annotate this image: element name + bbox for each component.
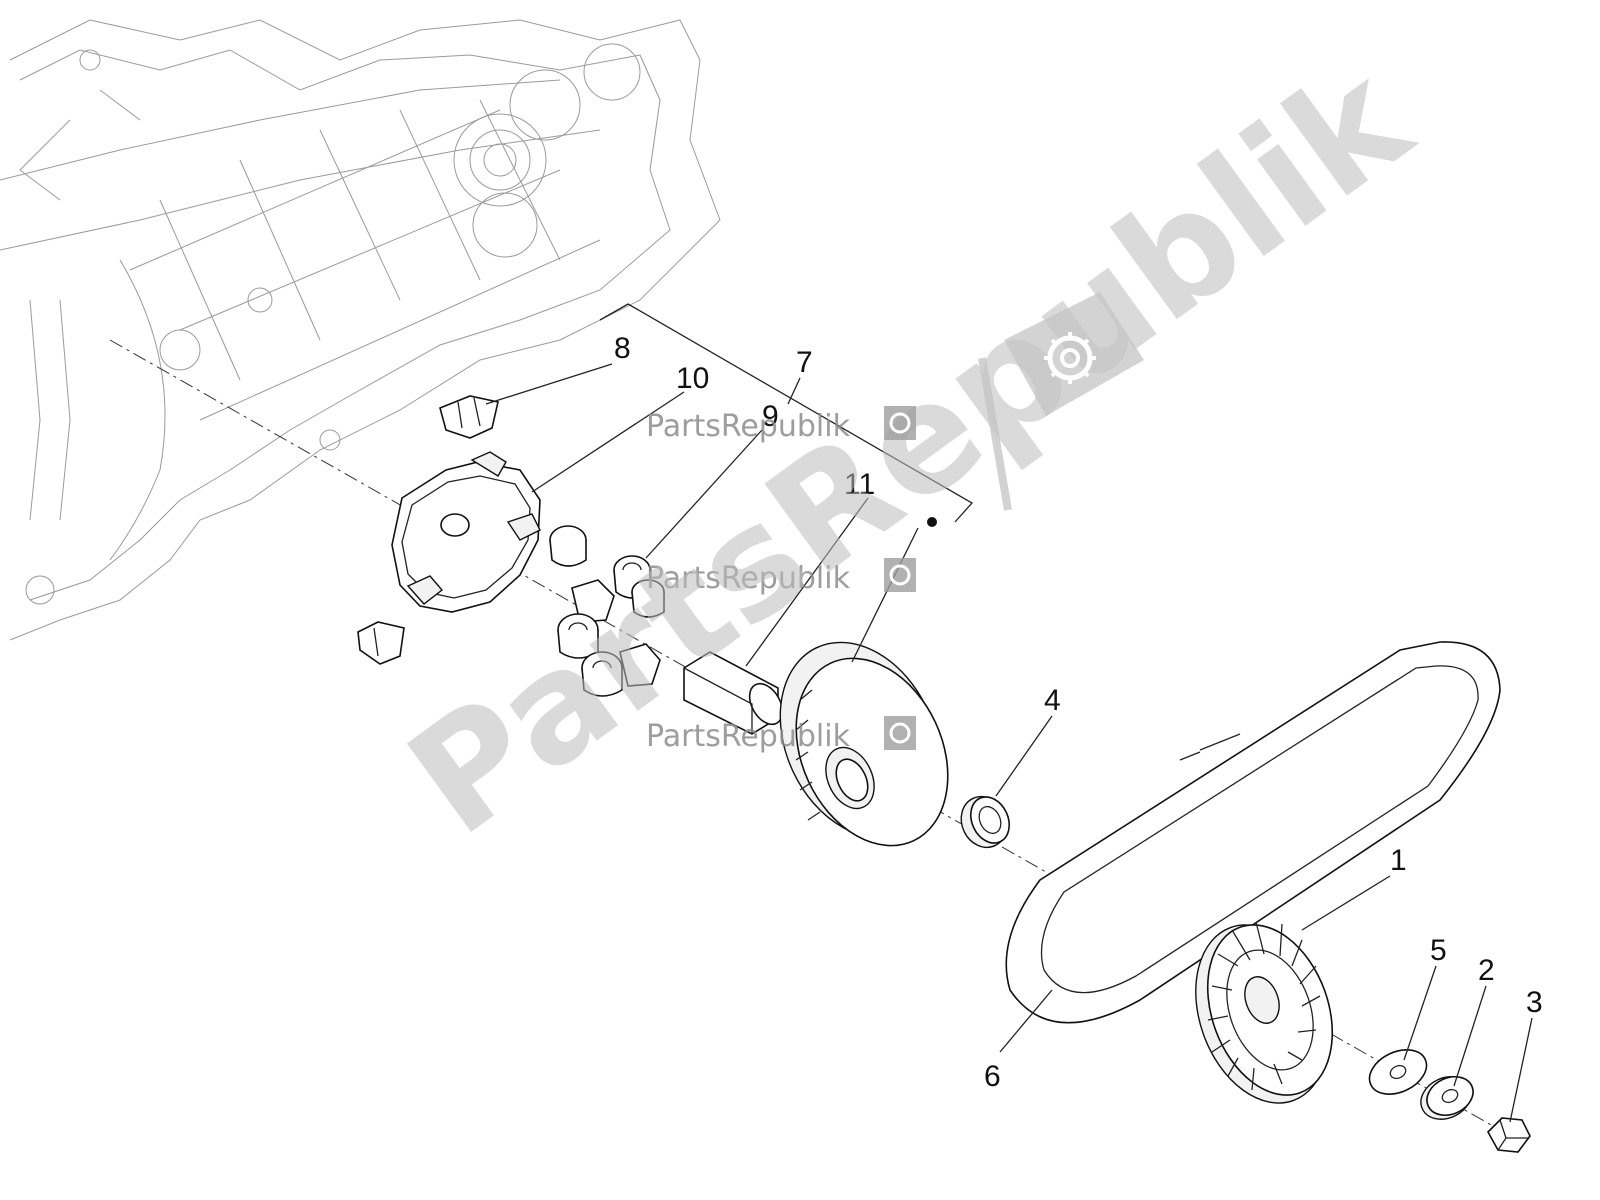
roller-part-9-a <box>549 525 587 567</box>
callout-11: 11 <box>844 468 875 501</box>
callout-1: 1 <box>1390 844 1407 877</box>
leader-lines <box>485 363 1533 1123</box>
slider-part-8-lower <box>357 621 405 665</box>
callout-4: 4 <box>1044 684 1061 717</box>
callouts: 1 2 3 4 5 6 7 8 9 10 11 <box>614 332 1543 1093</box>
callout-9: 9 <box>762 400 779 433</box>
kit-bracket-dot <box>927 517 937 527</box>
roller-part-9-g <box>619 643 661 687</box>
sleeve-part-11 <box>683 651 784 735</box>
slider-part-8-upper <box>439 395 499 439</box>
roller-part-9-f <box>581 651 623 697</box>
watermark-text-2: PartsRepublik <box>646 561 851 596</box>
spacer-ring-part-4 <box>960 795 1011 849</box>
gear-icon-small-2 <box>884 558 916 592</box>
callout-7: 7 <box>796 346 813 379</box>
kit-bracket <box>599 303 974 523</box>
callout-3: 3 <box>1526 986 1543 1019</box>
roller-part-9-e <box>557 613 599 659</box>
watermark-text-3: PartsRepublik <box>646 719 851 754</box>
fan-pulley-part-1 <box>1195 921 1334 1104</box>
nut-part-3 <box>1487 1117 1531 1153</box>
callout-8: 8 <box>614 332 631 365</box>
callout-2: 2 <box>1478 954 1495 987</box>
variator-pulley-part-7 <box>779 641 949 847</box>
spring-washer-part-2 <box>1420 1075 1474 1120</box>
ramp-plate-part-10 <box>391 451 541 613</box>
drive-belt-part-6 <box>1005 641 1501 1024</box>
gear-icon-small-3 <box>884 716 916 750</box>
watermark-text-1: PartsRepublik <box>646 409 851 444</box>
callout-6: 6 <box>984 1060 1001 1093</box>
engine-crankcase <box>0 19 721 641</box>
callout-10: 10 <box>676 362 709 395</box>
washer-part-5 <box>1368 1049 1428 1095</box>
roller-part-9-c <box>631 579 665 618</box>
callout-5: 5 <box>1430 934 1447 967</box>
gear-flag-icon <box>978 292 1144 511</box>
gear-icon-small-1 <box>884 406 916 440</box>
